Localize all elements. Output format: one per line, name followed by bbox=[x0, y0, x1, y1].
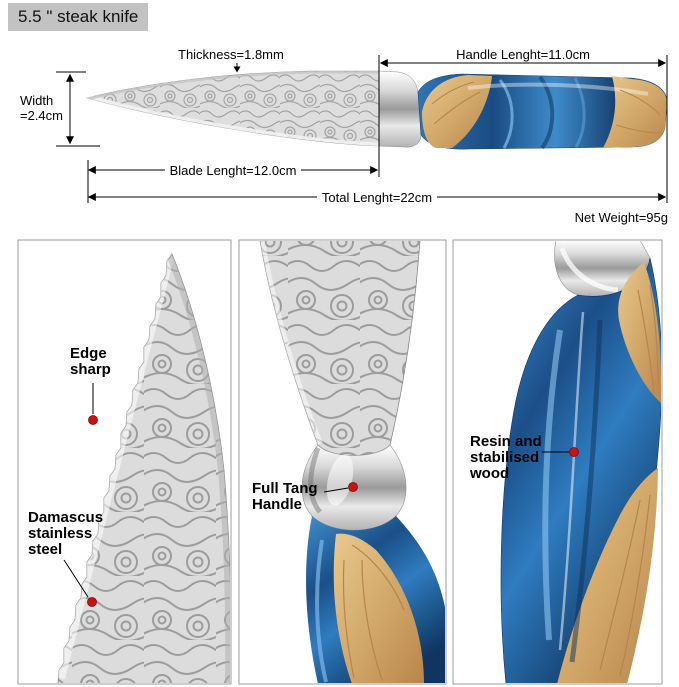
marker-dot-resin-wood bbox=[569, 447, 579, 457]
panel-tang-content bbox=[259, 241, 445, 683]
thickness-label: Thickness=1.8mm bbox=[178, 47, 284, 62]
callout-line-full-tang bbox=[323, 487, 349, 493]
handle-length-label: Handle Lenght=11.0cm bbox=[456, 47, 590, 62]
net-weight-label: Net Weight=95g bbox=[574, 210, 668, 225]
wood-grain-lines bbox=[599, 284, 659, 677]
wood-grain-lines bbox=[342, 544, 405, 681]
closeup-wood-lower bbox=[557, 468, 658, 683]
main-handle-wood-front bbox=[422, 75, 492, 148]
total-length-label: Total Lenght=22cm bbox=[89, 190, 665, 205]
closeup-handle-wood bbox=[333, 533, 424, 683]
product-title-badge: 5.5 " steak knife bbox=[8, 3, 149, 31]
main-bolster bbox=[378, 70, 422, 148]
marker-dot-edge-sharp bbox=[88, 415, 98, 425]
resin-streaks bbox=[542, 311, 603, 663]
thickness-arrowhead bbox=[233, 66, 241, 73]
callout-edge-sharp: Edge sharp bbox=[70, 345, 111, 378]
main-handle-streaks bbox=[431, 75, 663, 150]
callout-resin-wood: Resin and stabilised wood bbox=[470, 433, 542, 482]
marker-dot-full-tang bbox=[348, 482, 358, 492]
main-handle-wood-butt bbox=[603, 76, 667, 148]
blade-length-label: Blade Lenght=12.0cm bbox=[89, 163, 377, 178]
main-knife bbox=[85, 70, 668, 150]
panel-handle-content bbox=[500, 241, 661, 683]
callout-damascus: Damascus stainless steel bbox=[28, 509, 104, 558]
callout-full-tang: Full Tang Handle bbox=[252, 480, 318, 513]
marker-dot-damascus bbox=[87, 597, 97, 607]
width-label: Width =2.4cm bbox=[20, 93, 63, 123]
callout-line-damascus bbox=[63, 559, 89, 598]
